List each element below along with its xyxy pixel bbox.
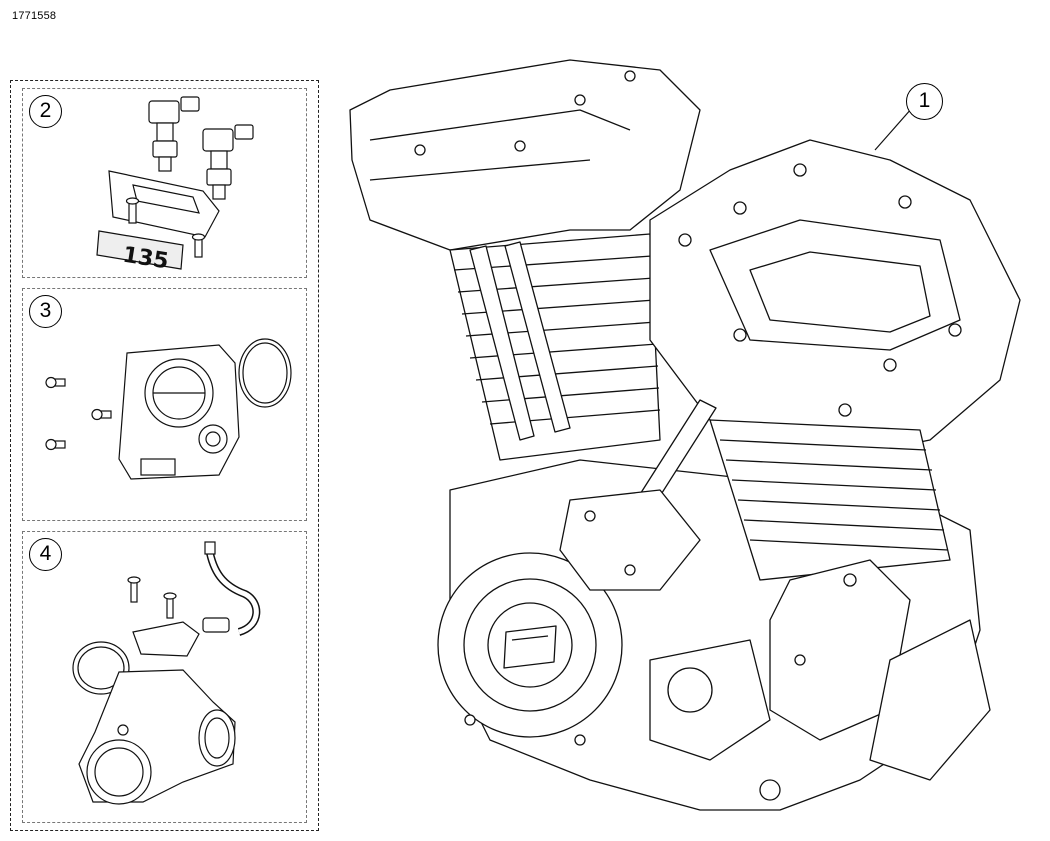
injector-kit-drawing: 135 xyxy=(96,96,254,274)
figure-id: 1771558 xyxy=(12,10,57,22)
engine-assembly-drawing xyxy=(349,59,1021,811)
callout-2: 2 xyxy=(29,95,62,128)
kit-group-frame xyxy=(10,80,319,831)
intake-manifold-kit-drawing xyxy=(72,541,261,805)
callout-4: 4 xyxy=(29,538,62,571)
kit-panel-throttle-body: 3 xyxy=(22,288,307,521)
callout-1: 1 xyxy=(906,83,943,120)
kit-panel-intake-manifold: 4 xyxy=(22,531,307,823)
kit-panel-injectors: 135 2 xyxy=(22,88,307,278)
callout-3: 3 xyxy=(29,295,62,328)
throttle-body-kit-drawing xyxy=(45,338,292,480)
